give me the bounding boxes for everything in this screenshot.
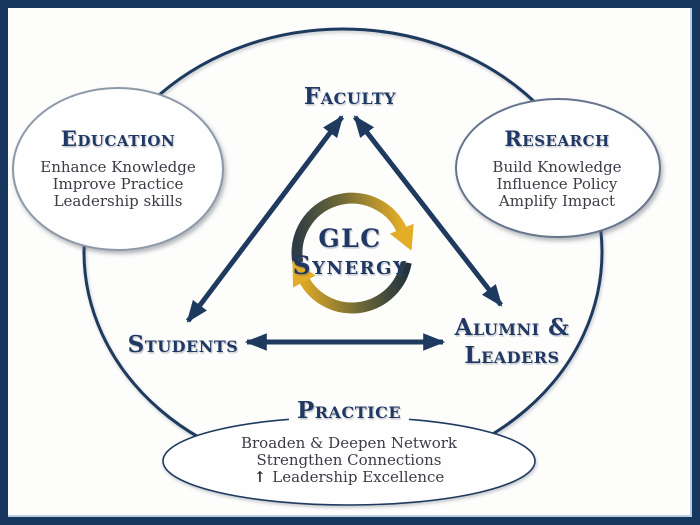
practice-line: Broaden & Deepen Network [240, 434, 458, 452]
triangle-arrows [186, 115, 503, 351]
alumni-leaders-label: Alumni & Leaders [412, 314, 612, 370]
center-synergy-label: GLC Synergy [250, 225, 450, 279]
cycle-arrowhead-left [292, 260, 316, 288]
research-line: Amplify Impact [498, 192, 616, 210]
research-line: Build Knowledge [492, 158, 622, 176]
practice-title: Practice [288, 398, 410, 423]
faculty-students-arrow [186, 115, 344, 323]
alumni-line2: Leaders [464, 342, 560, 369]
education-body: Enhance Knowledge Improve Practice Leade… [18, 159, 218, 210]
research-body: Build Knowledge Influence Policy Amplify… [457, 159, 657, 210]
glc-text: GLC [318, 224, 382, 253]
research-title: Research [504, 126, 610, 151]
research-line: Influence Policy [496, 175, 618, 193]
students-label: Students [127, 331, 239, 358]
up-arrow-icon: ↑ [253, 468, 267, 486]
cycle-bottom-arc [299, 261, 412, 314]
cycle-arrowhead-right [389, 223, 414, 251]
education-line: Leadership skills [53, 192, 183, 210]
alumni-line1: Alumni & [454, 314, 570, 341]
faculty-label: Faculty [303, 83, 397, 110]
practice-body: Broaden & Deepen Network Strengthen Conn… [199, 435, 499, 486]
synergy-text: Synergy [292, 251, 408, 280]
practice-line: Strengthen Connections [256, 451, 442, 469]
faculty-alumni-arrow [353, 115, 503, 307]
synergy-cycle-icon [291, 192, 414, 314]
practice-line: ↑ Leadership Excellence [199, 469, 499, 486]
education-line: Enhance Knowledge [40, 158, 196, 176]
education-line: Improve Practice [52, 175, 184, 193]
practice-line-text: Leadership Excellence [272, 468, 445, 486]
education-title: Education [60, 126, 176, 151]
cycle-top-arc [291, 192, 407, 264]
